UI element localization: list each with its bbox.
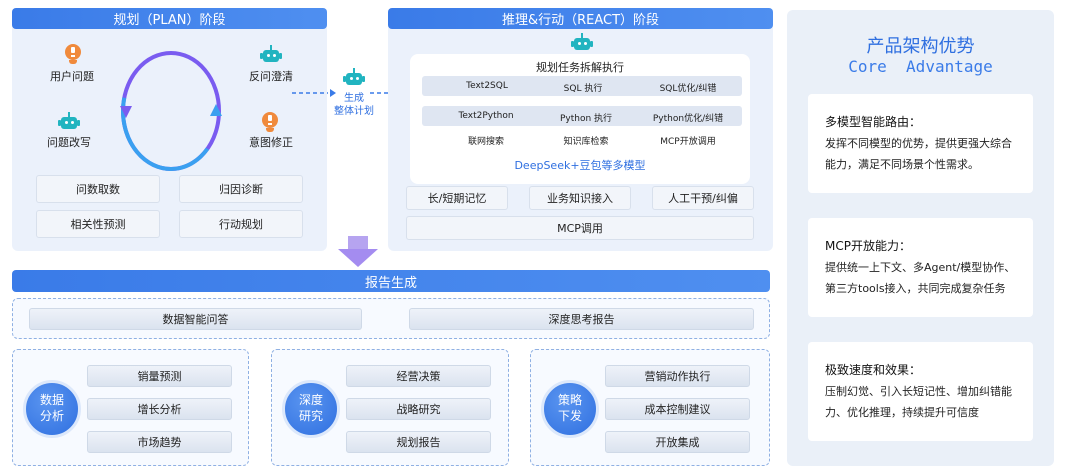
advantage-card-title: 多模型智能路由：	[825, 115, 922, 129]
group-item: 成本控制建议	[605, 398, 750, 420]
group-item: 销量预测	[87, 365, 232, 387]
cycle-clarify: 反问澄清	[249, 70, 293, 83]
arrow-label-line1: 生成	[344, 93, 364, 104]
cycle-rewrite: 问题改写	[47, 136, 91, 149]
report-top-box: 数据智能问答 深度思考报告	[12, 298, 770, 339]
python-row	[422, 106, 742, 126]
arrow-label-line2: 整体计划	[334, 106, 374, 117]
advantages-title: 产品架构优势	[866, 36, 975, 57]
group-item: 经营决策	[346, 365, 491, 387]
robot-icon	[58, 112, 80, 132]
advantage-card-title: 极致速度和效果：	[825, 363, 922, 377]
react-pill: 业务知识接入	[529, 186, 631, 210]
advantage-card-body: 发挥不同模型的优势，提供更强大综合能力，满足不同场景个性需求。	[825, 137, 1012, 171]
plan-panel: 规划（PLAN）阶段 用户问题 反问澄清 问题改写 意图修正 问数取数 归因诊断…	[12, 8, 327, 251]
robot-icon	[571, 33, 593, 53]
advantage-card-body: 提供统一上下文、多Agent/模型协作、第三方tools接入，共同完成复杂任务	[825, 261, 1016, 295]
group-item: 市场趋势	[87, 431, 232, 453]
robot-icon	[260, 45, 282, 65]
report-group: 深度研究 经营决策 战略研究 规划报告	[271, 349, 509, 466]
group-item: 开放集成	[605, 431, 750, 453]
sql-row	[422, 76, 742, 96]
down-arrow	[338, 236, 378, 267]
advantage-card-title: MCP开放能力：	[825, 239, 911, 253]
advantage-card-body: 压制幻觉、引入长短记性、增加纠错能力、优化推理，持续提升可信度	[825, 385, 1012, 419]
lightbulb-icon	[261, 112, 279, 132]
group-badge-line: 策略	[557, 393, 582, 408]
cycle-intent-fix: 意图修正	[249, 136, 293, 149]
task-box-title: 规划任务拆解执行	[536, 61, 624, 74]
react-panel: 推理&行动（REACT）阶段 规划任务拆解执行 Text2SQL SQL 执行 …	[388, 8, 773, 251]
group-item: 营销动作执行	[605, 365, 750, 387]
tool-item: 联网搜索	[467, 137, 504, 147]
group-badge-line: 研究	[298, 409, 323, 423]
advantage-card: MCP开放能力： 提供统一上下文、多Agent/模型协作、第三方tools接入，…	[808, 218, 1033, 317]
advantage-card: 极致速度和效果： 压制幻觉、引入长短记性、增加纠错能力、优化推理，持续提升可信度	[808, 342, 1033, 441]
group-badge: 数据分析	[23, 380, 81, 438]
tool-item: MCP开放调用	[660, 137, 716, 147]
group-badge: 策略下发	[541, 380, 599, 438]
plan-title: 规划（PLAN）阶段	[12, 8, 327, 29]
group-badge-line: 深度	[298, 393, 323, 408]
sql-item: Text2SQL	[466, 81, 508, 91]
group-badge: 深度研究	[282, 380, 340, 438]
report-top-item: 数据智能问答	[29, 308, 362, 330]
react-title: 推理&行动（REACT）阶段	[388, 8, 773, 29]
cycle-user-question: 用户问题	[50, 70, 94, 83]
group-badge-line: 分析	[39, 409, 64, 423]
mcp-pill: MCP调用	[406, 216, 754, 240]
robot-icon	[343, 68, 365, 88]
react-pill: 长/短期记忆	[406, 186, 508, 210]
lightbulb-icon	[64, 44, 82, 64]
sql-item: SQL优化/纠错	[659, 84, 717, 94]
plan-pill: 问数取数	[36, 175, 160, 203]
plan-pill: 行动规划	[179, 210, 303, 238]
group-item: 战略研究	[346, 398, 491, 420]
model-label: DeepSeek+豆包等多模型	[514, 159, 646, 172]
plan-pill: 归因诊断	[179, 175, 303, 203]
plan-pill: 相关性预测	[36, 210, 160, 238]
cycle-ring	[120, 51, 222, 171]
group-item: 规划报告	[346, 431, 491, 453]
task-box: 规划任务拆解执行 Text2SQL SQL 执行 SQL优化/纠错 Text2P…	[410, 54, 750, 184]
report-top-item: 深度思考报告	[409, 308, 754, 330]
group-badge-line: 数据	[39, 393, 64, 408]
react-pill: 人工干预/纠偏	[652, 186, 754, 210]
tool-item: 知识库检索	[563, 137, 609, 147]
report-group: 策略下发 营销动作执行 成本控制建议 开放集成	[530, 349, 770, 466]
python-item: Text2Python	[458, 111, 514, 121]
group-badge-line: 下发	[557, 409, 582, 423]
python-item: Python优化/纠错	[652, 114, 724, 124]
advantages-subtitle: Core Advantage	[848, 57, 993, 76]
report-title: 报告生成	[12, 270, 770, 292]
group-item: 增长分析	[87, 398, 232, 420]
report-group: 数据分析 销量预测 增长分析 市场趋势	[12, 349, 249, 466]
advantage-card: 多模型智能路由： 发挥不同模型的优势，提供更强大综合能力，满足不同场景个性需求。	[808, 94, 1033, 193]
python-item: Python 执行	[559, 114, 613, 124]
sql-item: SQL 执行	[563, 84, 603, 94]
